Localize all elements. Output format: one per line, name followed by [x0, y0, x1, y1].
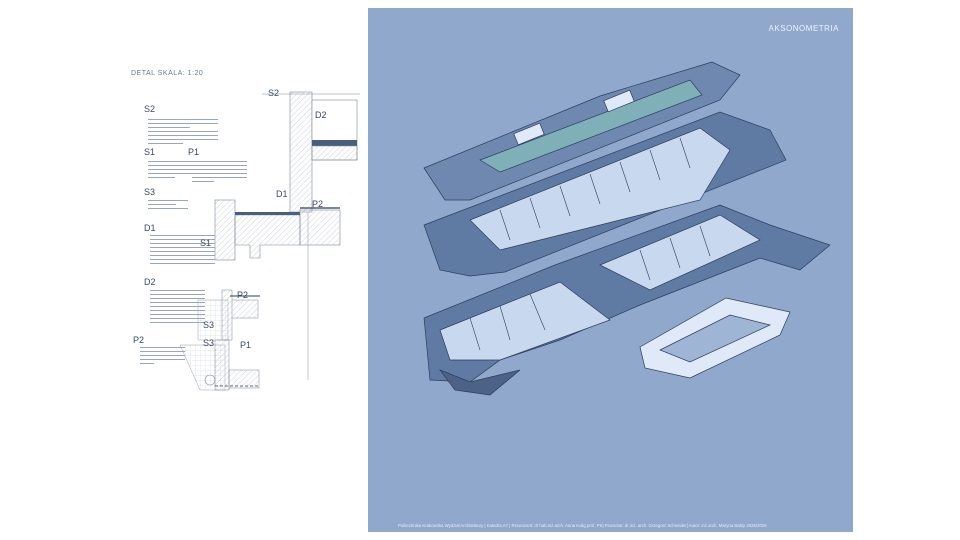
label-s3-drawing-2: S3 — [203, 338, 215, 348]
d1-layer-list — [150, 232, 215, 267]
p1-layer-list — [192, 158, 247, 185]
label-p1: P1 — [188, 147, 200, 157]
label-s3-drawing: S3 — [203, 320, 215, 330]
s3-layer-list — [148, 197, 188, 212]
label-s2-drawing: S2 — [268, 88, 280, 98]
label-d1: D1 — [144, 223, 156, 233]
p2-layer-list — [140, 344, 185, 367]
roof-skylight — [603, 89, 635, 113]
detail-scale-title: DETAL SKALA: 1:20 — [131, 70, 204, 77]
ground-floor-rooms-east — [599, 214, 761, 291]
label-d2: D2 — [144, 277, 156, 287]
label-p2: P2 — [133, 335, 145, 345]
upper-floor-rooms — [469, 127, 731, 251]
d2-layer-list — [150, 287, 205, 326]
detail-drawings — [179, 91, 360, 391]
label-s1-drawing: S1 — [200, 238, 212, 248]
footer-credits: Politechnika Krakowska Wydział Architekt… — [398, 523, 767, 528]
axonometry-panel: AKSONOMETRIA — [368, 8, 853, 532]
label-p2-drawing-2: P2 — [237, 290, 249, 300]
annex-courtyard — [659, 314, 772, 363]
label-s2: S2 — [144, 104, 156, 114]
label-p2-drawing: P2 — [312, 199, 324, 209]
label-s1: S1 — [144, 147, 156, 157]
label-s3: S3 — [144, 187, 156, 197]
ground-floor-rooms-west — [439, 281, 611, 361]
s2-layer-list — [148, 116, 218, 147]
roof-skylight — [513, 122, 545, 146]
label-d2-drawing: D2 — [315, 110, 327, 120]
label-d1-drawing: D1 — [276, 189, 288, 199]
stairs — [438, 369, 521, 396]
upper-floor-partitions — [499, 137, 691, 241]
s1-layer-list — [148, 158, 193, 181]
axonometry-title: AKSONOMETRIA — [768, 24, 839, 33]
ground-floor-partitions — [469, 225, 711, 351]
axonometry-drawing — [423, 61, 831, 396]
label-p1-drawing: P1 — [240, 340, 252, 350]
